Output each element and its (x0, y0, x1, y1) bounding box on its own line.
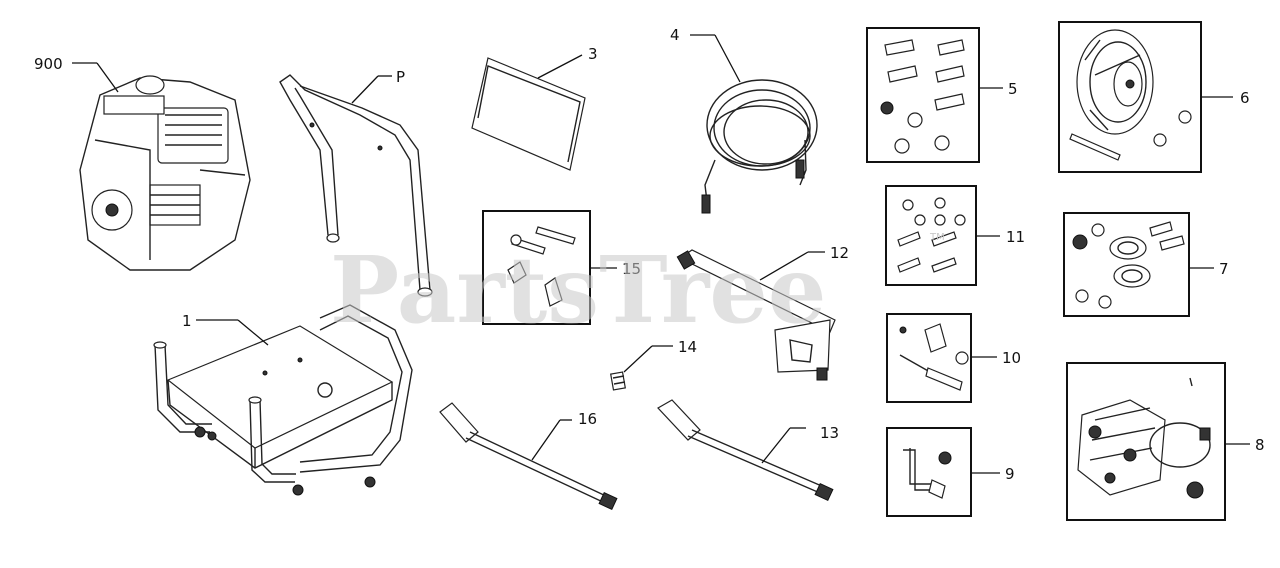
label-15: 15 (622, 260, 641, 278)
wheel-box-6[interactable] (1058, 21, 1202, 173)
label-7: 7 (1219, 260, 1229, 278)
leader-14 (623, 345, 653, 373)
leader-1b (237, 319, 269, 346)
hardware-box-15[interactable] (482, 210, 591, 325)
hardware-box-9[interactable] (886, 427, 972, 517)
label-9: 9 (1005, 465, 1015, 483)
hardware-box-11[interactable] (885, 185, 977, 286)
watermark-trademark: TM (929, 232, 945, 243)
engine-part[interactable] (79, 75, 251, 271)
label-6: 6 (1240, 89, 1250, 107)
label-p: P (396, 68, 405, 86)
leader-p (351, 75, 379, 104)
label-11: 11 (1006, 228, 1025, 246)
label-13: 13 (820, 424, 839, 442)
hose-part[interactable] (701, 79, 818, 214)
label-8: 8 (1255, 436, 1265, 454)
spray-gun-part[interactable] (676, 249, 836, 381)
label-14: 14 (678, 338, 697, 356)
leader-16 (531, 419, 561, 461)
leader-12 (759, 251, 809, 281)
frame-part[interactable] (153, 304, 413, 496)
label-1: 1 (182, 312, 192, 330)
label-12: 12 (830, 244, 849, 262)
label-10: 10 (1002, 349, 1021, 367)
label-5: 5 (1008, 80, 1018, 98)
plug-part[interactable] (610, 371, 626, 391)
label-16: 16 (578, 410, 597, 428)
bearing-box-7[interactable] (1063, 212, 1190, 317)
label-900: 900 (34, 55, 63, 73)
wand-part[interactable] (439, 402, 618, 511)
manual-part[interactable] (471, 57, 586, 171)
leader-4b (714, 34, 741, 83)
watermark-text: PartsTree (330, 236, 826, 344)
leader-13 (761, 427, 791, 464)
extension-part[interactable] (657, 399, 834, 502)
hardware-box-10[interactable] (886, 313, 972, 403)
leader-3 (537, 54, 583, 79)
leader-900b (96, 62, 119, 93)
label-3: 3 (588, 45, 598, 63)
pump-box-8[interactable] (1066, 362, 1226, 521)
label-4: 4 (670, 26, 680, 44)
hardware-box-5[interactable] (866, 27, 980, 163)
handle-part[interactable] (279, 74, 433, 297)
